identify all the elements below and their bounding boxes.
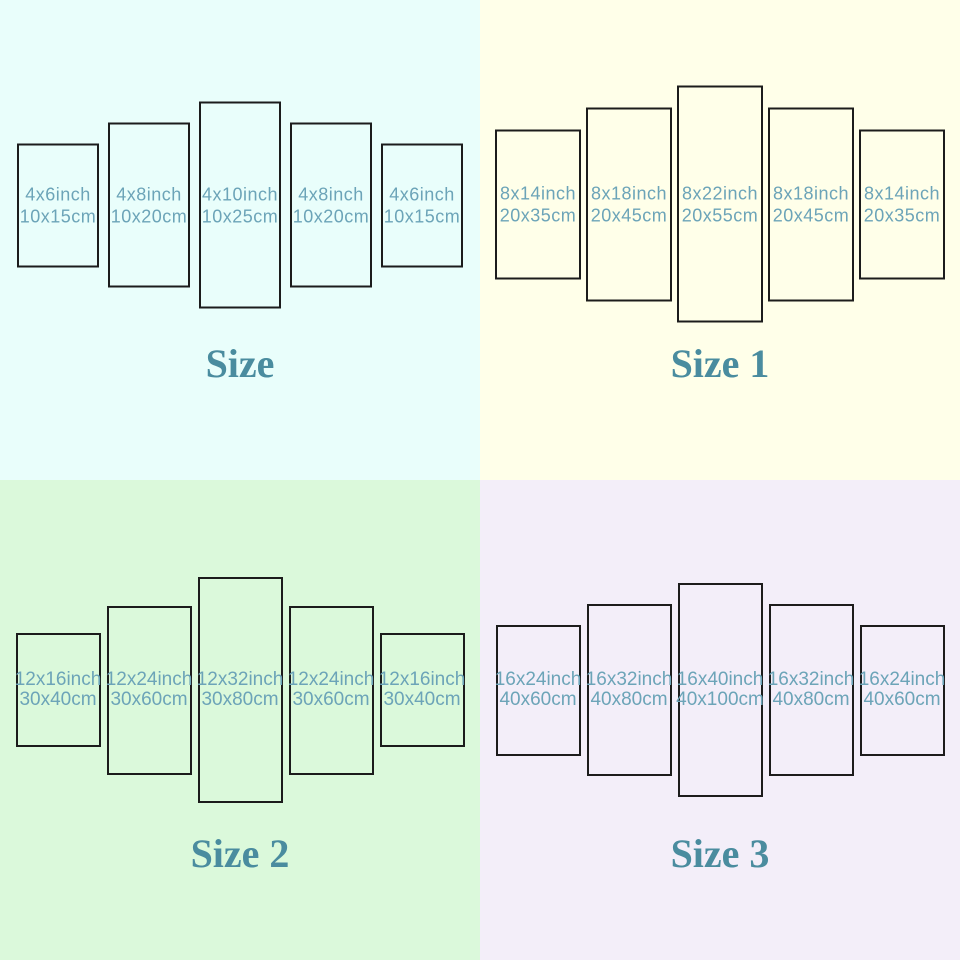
panel-label: 4x8inch 10x20cm [293, 183, 370, 227]
panel-inch-label: 4x6inch [389, 184, 455, 204]
panel-label: 12x24inch 30x60cm [106, 670, 193, 710]
panel-cm-label: 40x80cm [772, 689, 850, 710]
panel-inch-label: 12x24inch [287, 669, 375, 690]
panel-label: 16x24inch 40x60cm [859, 670, 946, 710]
canvas-panel: 16x24inch 40x60cm [859, 624, 946, 756]
panel-inch-label: 12x16inch [378, 669, 466, 690]
panel-inch-label: 4x10inch [201, 184, 279, 204]
canvas-panel: 4x6inch 10x15cm [381, 143, 463, 267]
canvas-panel: 8x14inch 20x35cm [495, 129, 581, 279]
canvas-panel: 4x6inch 10x15cm [17, 143, 99, 267]
panel-row: 4x6inch 10x15cm 4x8inch 10x20cm 4x10inch… [0, 101, 480, 309]
panel-cm-label: 10x15cm [19, 206, 97, 226]
panel-label: 8x18inch 20x45cm [773, 182, 850, 226]
panel-label: 12x16inch 30x40cm [379, 670, 466, 710]
size-chart-quadrant-size: 4x6inch 10x15cm 4x8inch 10x20cm 4x10inch… [0, 0, 480, 480]
size-chart-quadrant-size1: 8x14inch 20x35cm 8x18inch 20x45cm 8x22in… [480, 0, 960, 480]
quadrant-title: Size 1 [670, 341, 770, 386]
quadrant-title: Size 3 [670, 831, 770, 876]
panel-label: 16x24inch 40x60cm [495, 670, 582, 710]
panel-label: 4x10inch 10x25cm [202, 183, 279, 227]
panel-cm-label: 10x20cm [292, 206, 370, 226]
panel-label: 8x22inch 20x55cm [682, 182, 759, 226]
panel-row: 16x24inch 40x60cm 16x32inch 40x80cm 16x4… [480, 583, 960, 797]
panel-label: 8x18inch 20x45cm [591, 182, 668, 226]
panel-cm-label: 40x80cm [590, 689, 668, 710]
panel-label: 4x8inch 10x20cm [111, 183, 188, 227]
panel-cm-label: 10x25cm [201, 206, 279, 226]
panel-inch-label: 16x32inch [767, 669, 855, 690]
canvas-panel: 4x8inch 10x20cm [108, 122, 190, 288]
canvas-panel: 4x10inch 10x25cm [199, 101, 281, 309]
panel-label: 8x14inch 20x35cm [500, 182, 577, 226]
canvas-panel: 8x18inch 20x45cm [768, 107, 854, 301]
panel-cm-label: 40x60cm [499, 689, 577, 710]
panel-label: 4x6inch 10x15cm [384, 183, 461, 227]
panel-inch-label: 12x32inch [196, 669, 284, 690]
canvas-panel: 12x32inch 30x80cm [197, 577, 284, 803]
panel-inch-label: 16x24inch [494, 669, 582, 690]
panel-inch-label: 16x40inch [676, 669, 764, 690]
panel-cm-label: 30x40cm [383, 689, 461, 710]
canvas-panel: 8x18inch 20x45cm [586, 107, 672, 301]
canvas-panel: 12x16inch 30x40cm [379, 633, 466, 747]
panel-cm-label: 30x80cm [201, 689, 279, 710]
canvas-panel: 16x24inch 40x60cm [495, 624, 582, 756]
panel-inch-label: 16x24inch [858, 669, 946, 690]
canvas-panel: 12x24inch 30x60cm [106, 605, 193, 775]
panel-inch-label: 4x8inch [116, 184, 182, 204]
panel-label: 8x14inch 20x35cm [864, 182, 941, 226]
panel-label: 16x40inch 40x100cm [676, 670, 764, 710]
panel-inch-label: 4x8inch [298, 184, 364, 204]
panel-cm-label: 10x15cm [383, 206, 461, 226]
canvas-panel: 8x14inch 20x35cm [859, 129, 945, 279]
panel-inch-label: 12x24inch [105, 669, 193, 690]
panel-cm-label: 20x45cm [590, 205, 668, 225]
canvas-panel: 4x8inch 10x20cm [290, 122, 372, 288]
panel-row: 8x14inch 20x35cm 8x18inch 20x45cm 8x22in… [480, 85, 960, 323]
panel-inch-label: 16x32inch [585, 669, 673, 690]
canvas-panel: 12x16inch 30x40cm [15, 633, 102, 747]
panel-cm-label: 30x60cm [292, 689, 370, 710]
panel-inch-label: 8x18inch [772, 183, 850, 203]
panel-cm-label: 30x60cm [110, 689, 188, 710]
panel-cm-label: 20x45cm [772, 205, 850, 225]
quadrant-title: Size 2 [190, 831, 290, 876]
panel-cm-label: 40x60cm [863, 689, 941, 710]
panel-inch-label: 8x18inch [590, 183, 668, 203]
canvas-panel: 16x32inch 40x80cm [768, 604, 855, 776]
size-chart-quadrant-size3: 16x24inch 40x60cm 16x32inch 40x80cm 16x4… [480, 480, 960, 960]
panel-cm-label: 20x35cm [499, 205, 577, 225]
panel-row: 12x16inch 30x40cm 12x24inch 30x60cm 12x3… [0, 577, 480, 803]
panel-label: 12x16inch 30x40cm [15, 670, 102, 710]
panel-cm-label: 30x40cm [19, 689, 97, 710]
panel-cm-label: 20x55cm [681, 205, 759, 225]
panel-inch-label: 8x14inch [499, 183, 577, 203]
panel-inch-label: 12x16inch [14, 669, 102, 690]
panel-cm-label: 40x100cm [676, 689, 764, 710]
panel-cm-label: 10x20cm [110, 206, 188, 226]
canvas-panel: 16x32inch 40x80cm [586, 604, 673, 776]
panel-label: 16x32inch 40x80cm [768, 670, 855, 710]
panel-label: 12x24inch 30x60cm [288, 670, 375, 710]
canvas-panel: 12x24inch 30x60cm [288, 605, 375, 775]
canvas-panel: 8x22inch 20x55cm [677, 85, 763, 323]
panel-inch-label: 4x6inch [25, 184, 91, 204]
panel-label: 4x6inch 10x15cm [20, 183, 97, 227]
panel-cm-label: 20x35cm [863, 205, 941, 225]
quadrant-title: Size [205, 341, 275, 386]
panel-label: 12x32inch 30x80cm [197, 670, 284, 710]
size-chart-quadrant-size2: 12x16inch 30x40cm 12x24inch 30x60cm 12x3… [0, 480, 480, 960]
panel-inch-label: 8x14inch [863, 183, 941, 203]
canvas-panel: 16x40inch 40x100cm [676, 583, 764, 797]
panel-inch-label: 8x22inch [681, 183, 759, 203]
panel-label: 16x32inch 40x80cm [586, 670, 673, 710]
